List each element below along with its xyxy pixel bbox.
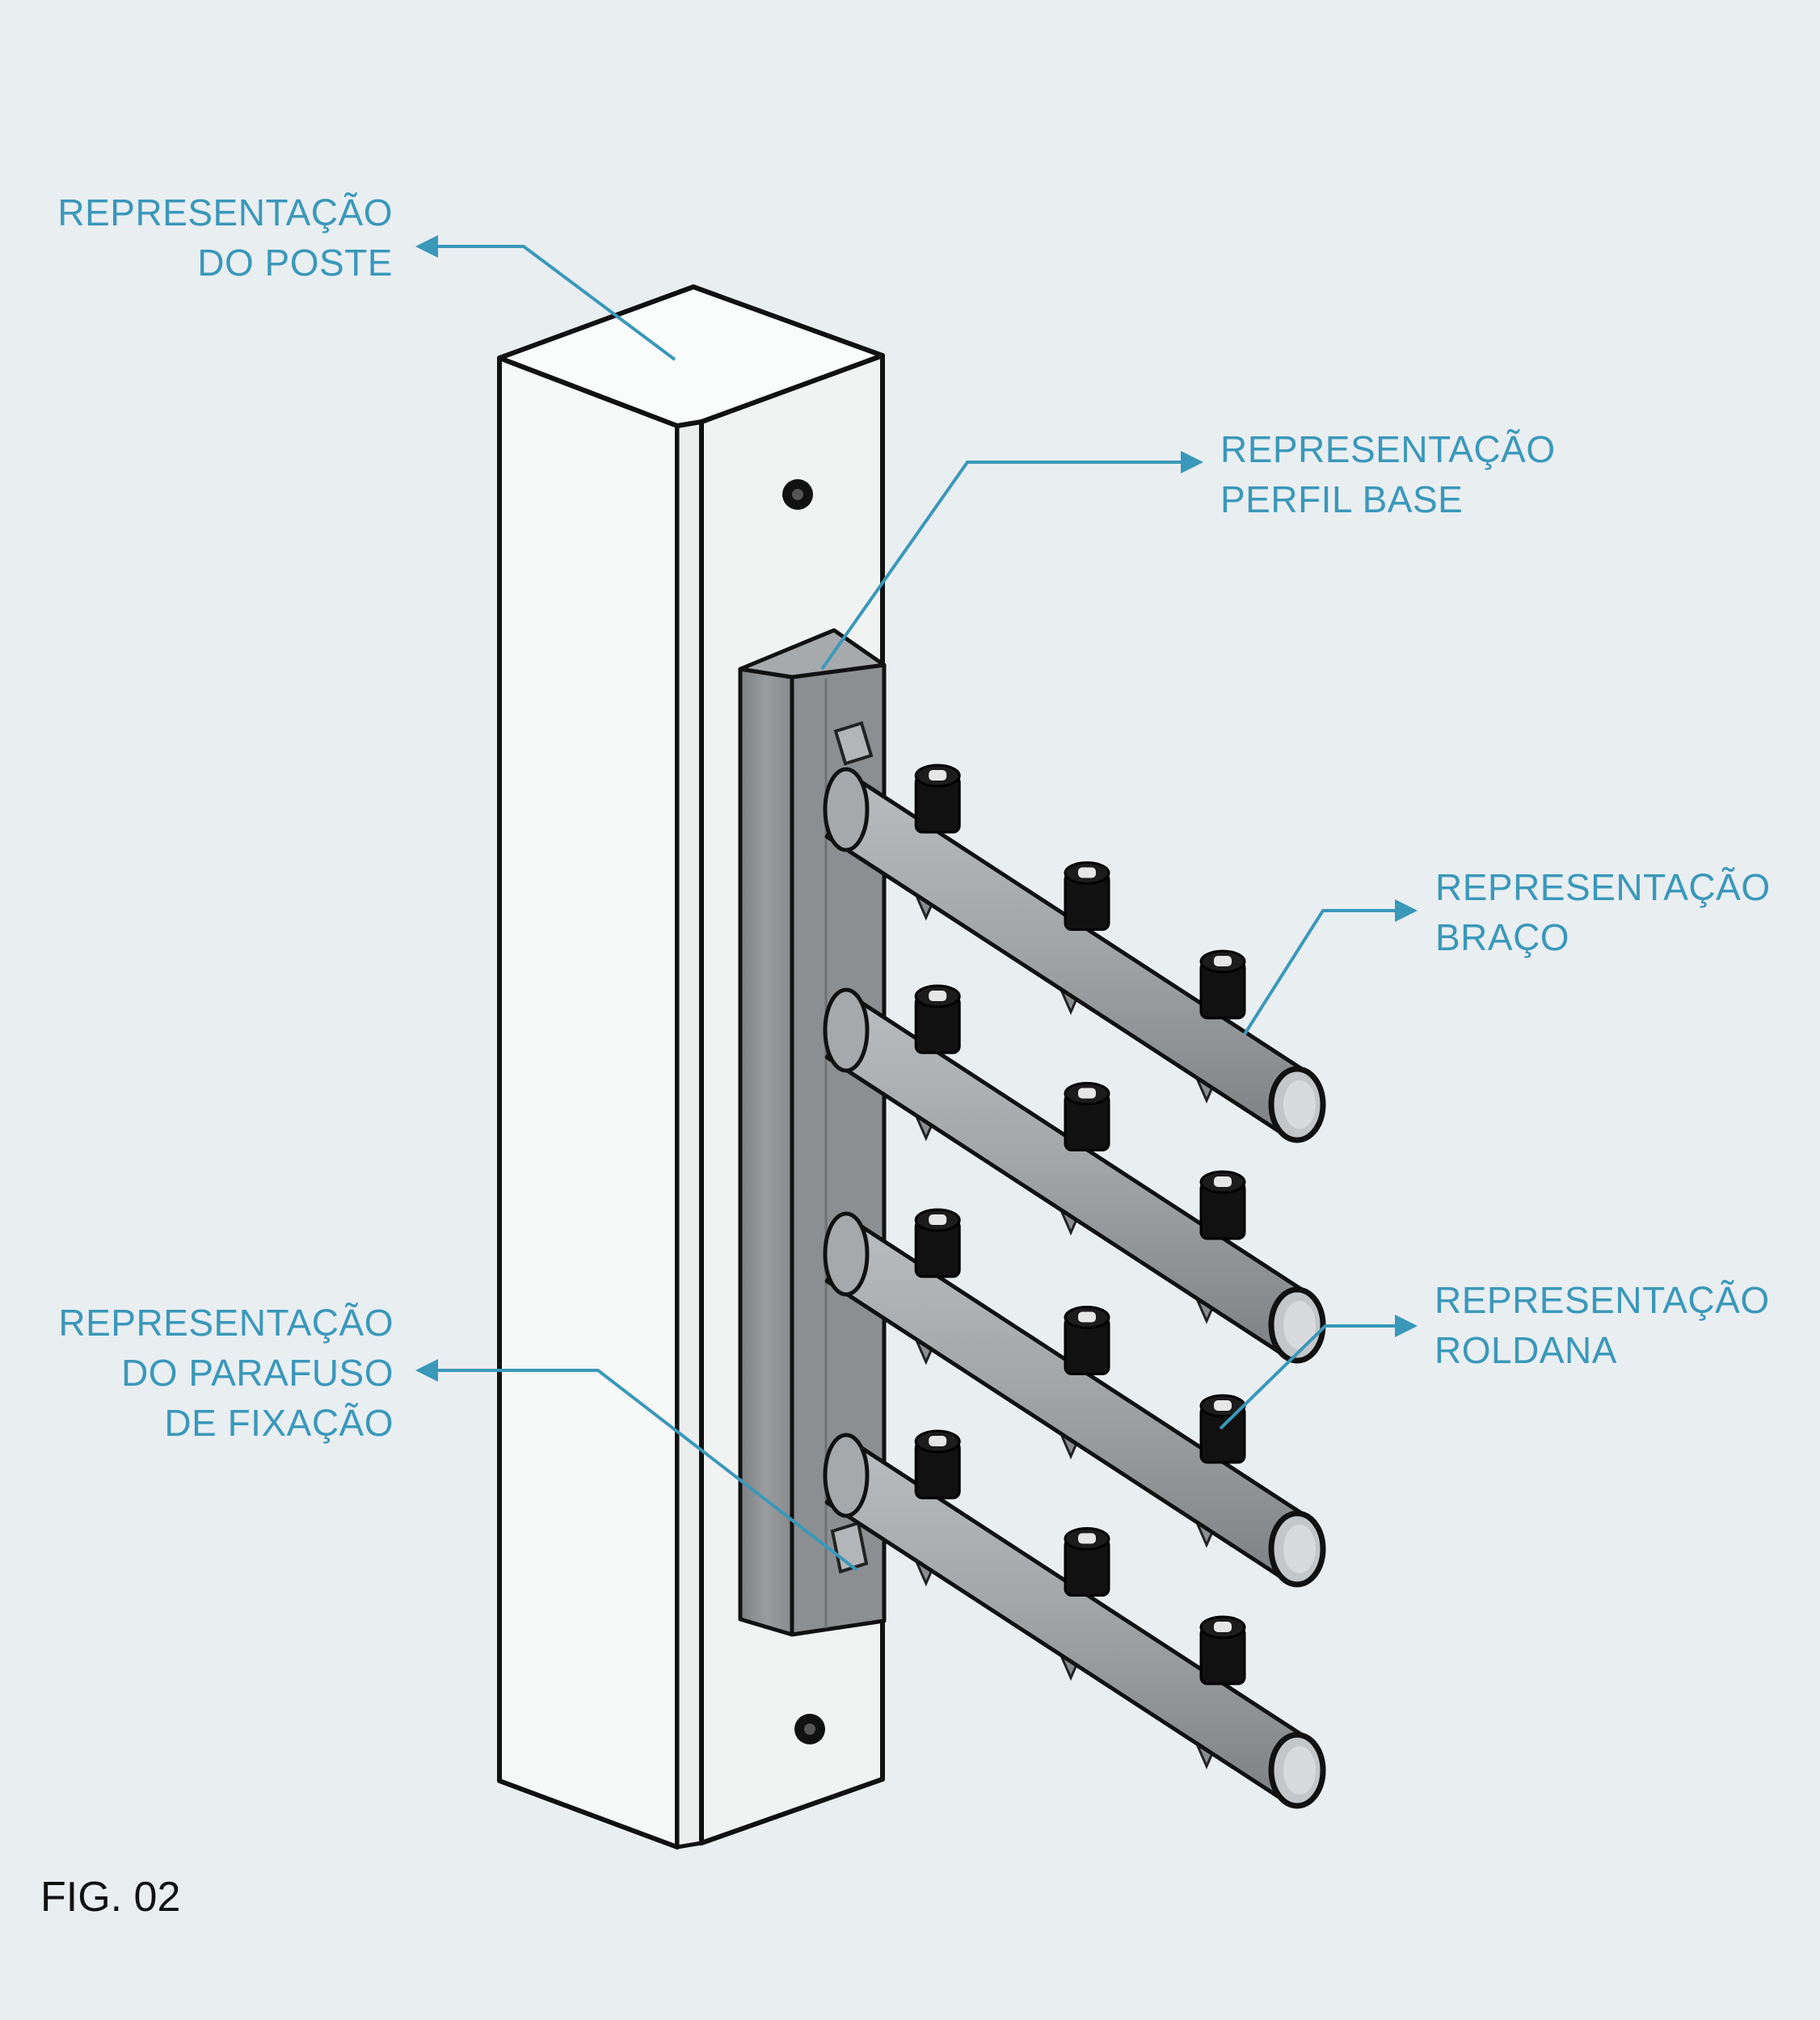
callout-parafuso — [415, 1359, 858, 1572]
roller — [914, 764, 961, 834]
arm-2 — [823, 984, 1326, 1364]
roller — [1199, 1170, 1246, 1240]
callout-perfil-base — [820, 451, 1203, 671]
label-parafuso-line3: DE FIXAÇÃO — [164, 1402, 394, 1444]
arm-flange — [823, 1433, 870, 1518]
label-braco: REPRESENTAÇÃO BRAÇO — [1435, 862, 1771, 962]
callout-roldana — [1219, 1315, 1418, 1430]
roller — [1064, 1082, 1110, 1151]
label-perfil-base-line2: PERFIL BASE — [1220, 478, 1464, 520]
label-braco-line1: REPRESENTAÇÃO — [1435, 866, 1771, 908]
figure-caption: FIG. 02 — [40, 1874, 181, 1921]
label-parafuso-line1: REPRESENTAÇÃO — [58, 1302, 394, 1344]
arm-1 — [823, 764, 1326, 1143]
roller — [1064, 861, 1110, 931]
label-roldana-line1: REPRESENTAÇÃO — [1435, 1279, 1770, 1321]
label-poste: REPRESENTAÇÃO DO POSTE — [57, 187, 393, 288]
arm-3 — [823, 1208, 1326, 1588]
arm-flange — [823, 987, 870, 1073]
roller — [1064, 1306, 1110, 1375]
base-profile-top — [738, 628, 887, 680]
arm-flange — [823, 1211, 870, 1297]
label-roldana: REPRESENTAÇÃO ROLDANA — [1435, 1275, 1770, 1375]
label-poste-line2: DO POSTE — [197, 242, 393, 284]
arm-flange — [823, 767, 870, 852]
arms-group — [823, 764, 1326, 1809]
roller — [914, 1208, 961, 1278]
label-braco-line2: BRAÇO — [1435, 916, 1570, 958]
post-left-face — [497, 356, 680, 1850]
roller — [1199, 1394, 1246, 1464]
roller — [1199, 949, 1246, 1020]
label-parafuso-line2: DO PARAFUSO — [121, 1352, 394, 1394]
label-perfil-base: REPRESENTAÇÃO PERFIL BASE — [1220, 424, 1556, 524]
roller — [914, 984, 961, 1054]
fixing-bolt-top — [833, 721, 874, 766]
label-parafuso: REPRESENTAÇÃO DO PARAFUSO DE FIXAÇÃO — [58, 1298, 394, 1448]
roller — [914, 1429, 961, 1500]
post-edge-face — [675, 419, 704, 1850]
roller — [1199, 1615, 1246, 1685]
label-poste-line1: REPRESENTAÇÃO — [57, 191, 393, 234]
callout-braco — [1243, 899, 1418, 1036]
label-roldana-line2: ROLDANA — [1435, 1329, 1617, 1371]
base-profile-front — [738, 667, 794, 1637]
callout-lines — [415, 235, 1418, 1572]
arm-4 — [823, 1429, 1326, 1809]
label-perfil-base-line1: REPRESENTAÇÃO — [1220, 428, 1556, 470]
roller — [1064, 1527, 1110, 1597]
post-top-face — [497, 284, 885, 428]
callout-poste — [415, 235, 676, 361]
